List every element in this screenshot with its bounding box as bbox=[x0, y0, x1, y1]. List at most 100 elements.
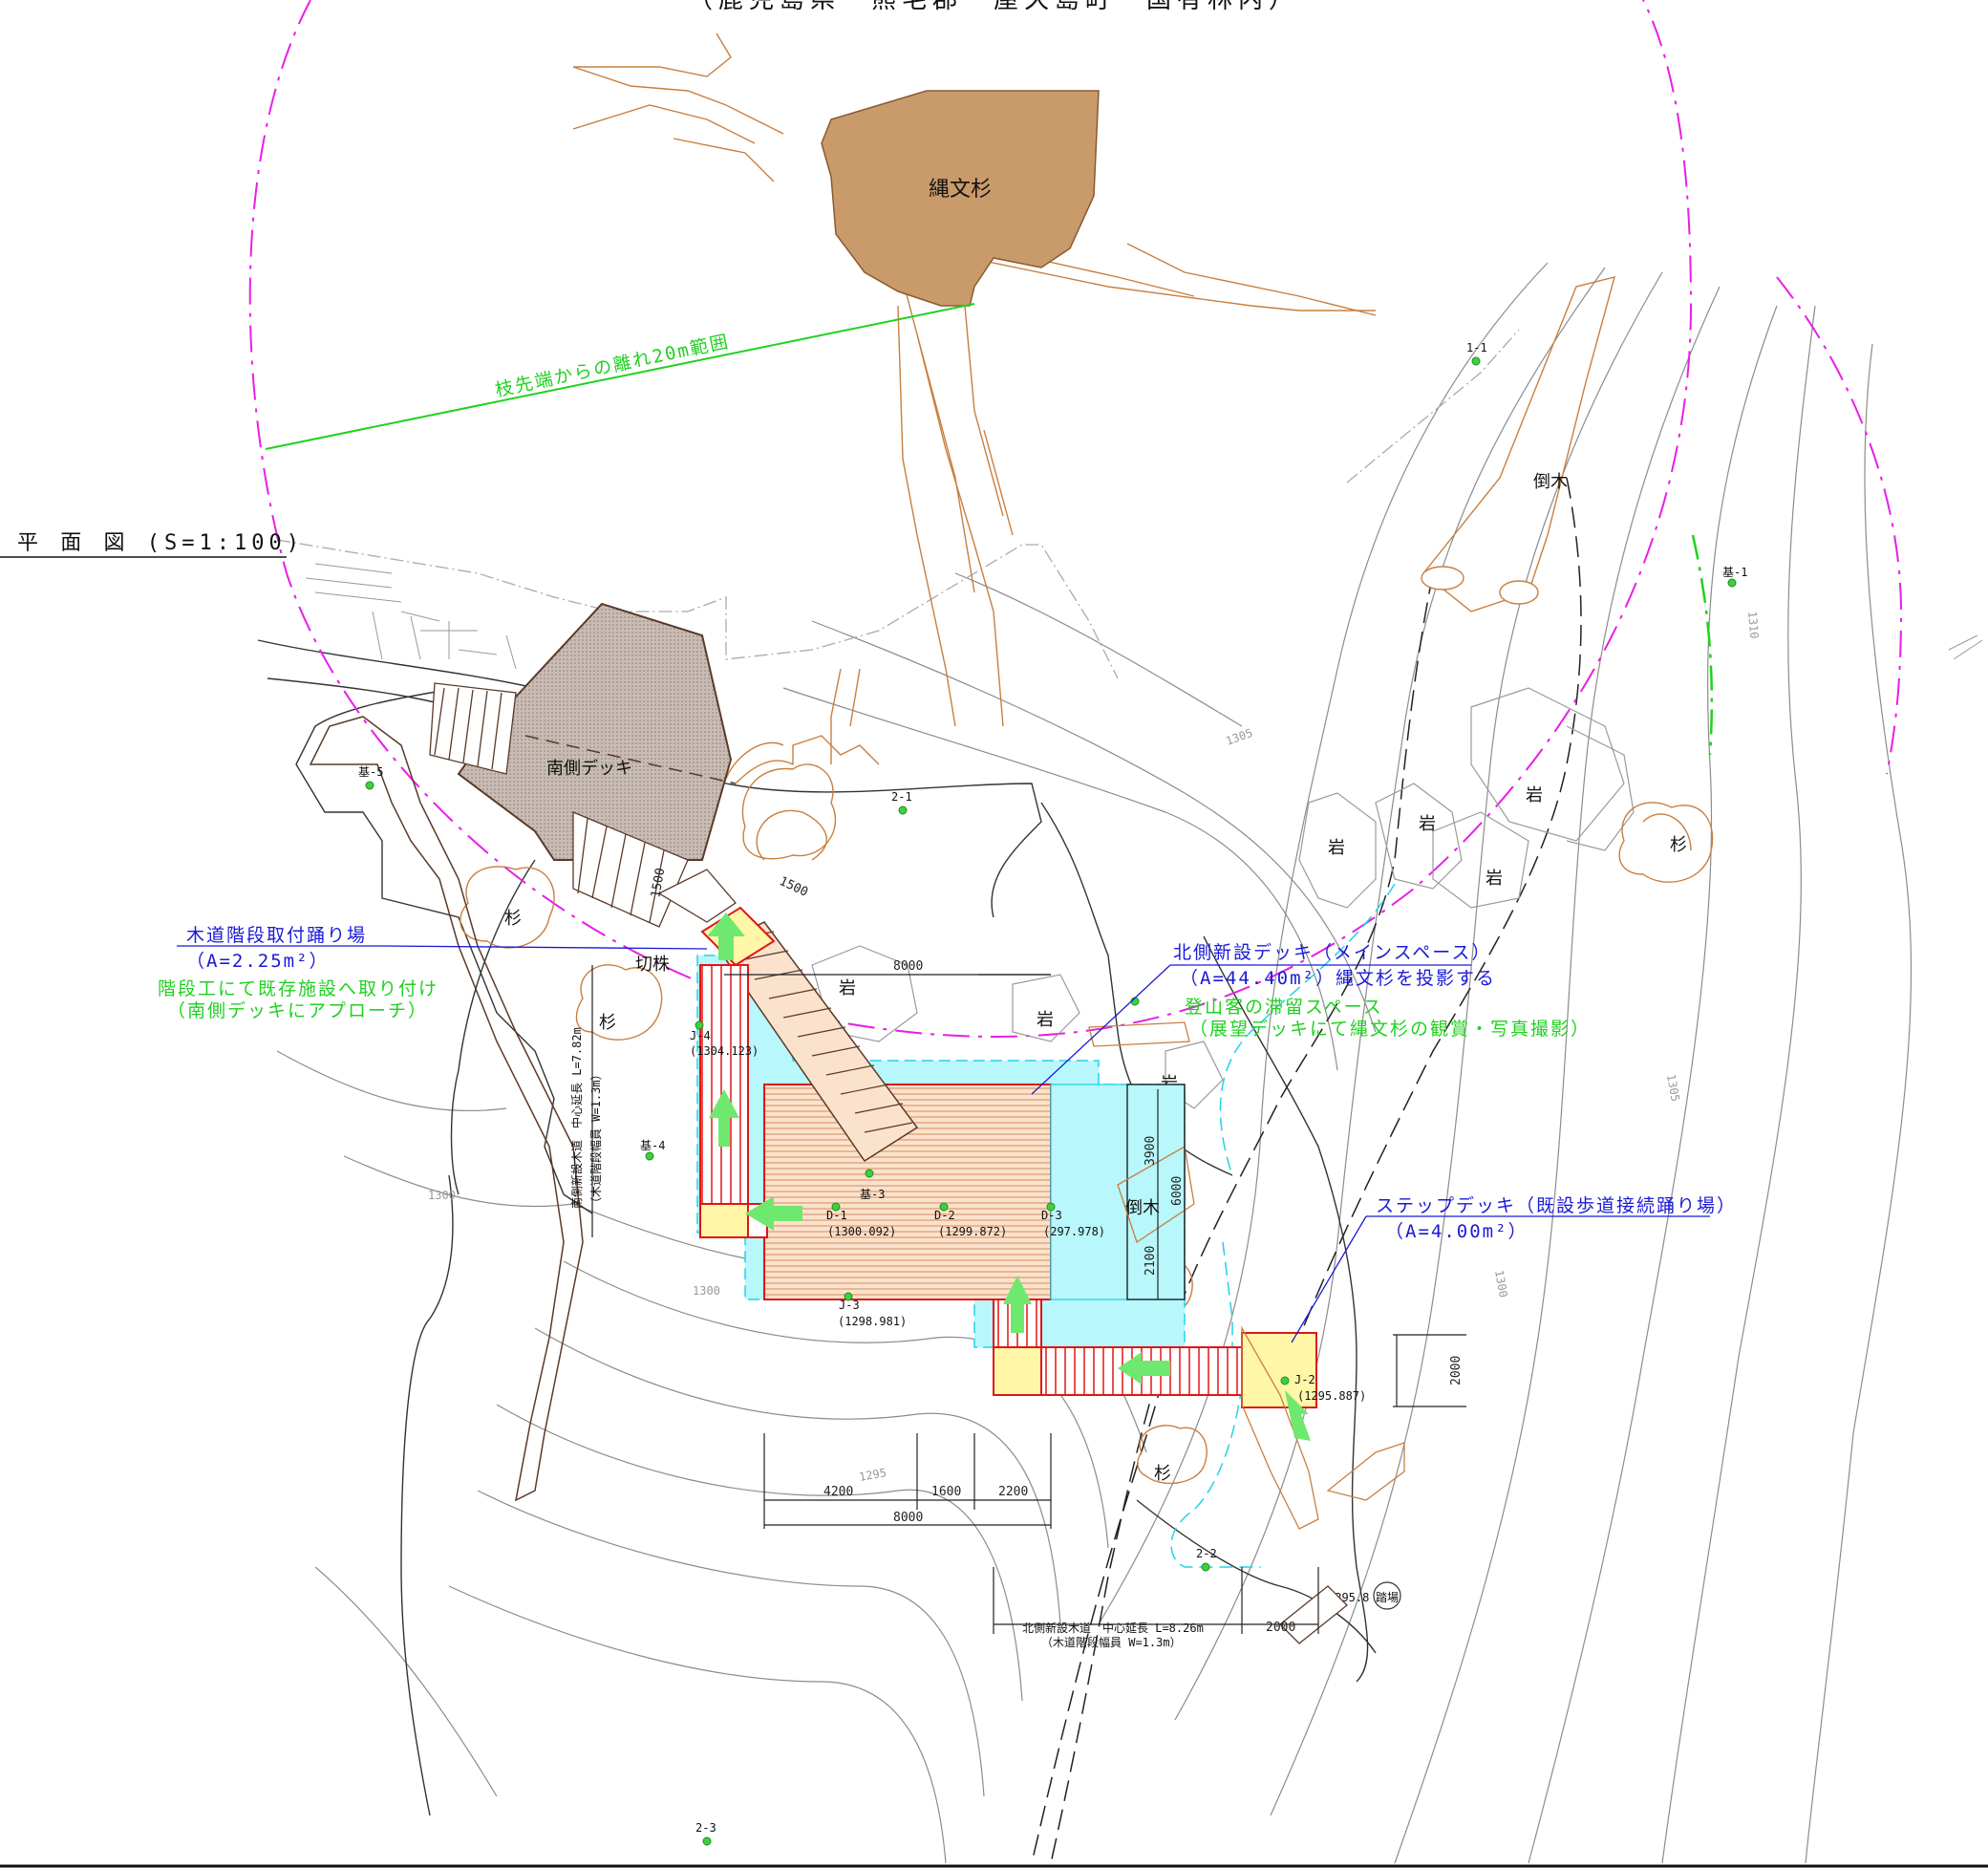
point-2-1: 2-1 bbox=[891, 790, 912, 804]
point-k4: 基-4 bbox=[640, 1139, 665, 1152]
point-d1: D-1 bbox=[826, 1209, 847, 1222]
contour-1300-right: 1300 bbox=[1492, 1269, 1510, 1299]
point-j4: J-4 bbox=[690, 1029, 711, 1042]
landing-area: （A=2.25m²） bbox=[186, 951, 330, 972]
point-d2: D-2 bbox=[934, 1209, 955, 1222]
dim-2200: 2200 bbox=[998, 1485, 1028, 1499]
point-d1-elev: (1300.092) bbox=[827, 1225, 896, 1238]
step-deck-annotation: ステップデッキ（既設歩道接続踊り場） （A=4.00m²） bbox=[1291, 1195, 1737, 1343]
north-deck-note1: 登山客の滞留スペース bbox=[1185, 997, 1383, 1018]
rock-label-3: 岩 bbox=[1486, 869, 1503, 889]
sugi-label-1: 杉 bbox=[504, 909, 522, 929]
dim-3900: 3900 bbox=[1144, 1136, 1158, 1166]
point-j4-elev: (1304.123) bbox=[690, 1044, 759, 1058]
green-dashed-line bbox=[1691, 534, 1714, 756]
dim-1500-stair: 1500 bbox=[649, 867, 668, 898]
landing-annotation: 木道階段取付踊り場 （A=2.25m²） 階段工にて既存施設へ取り付け （南側デ… bbox=[158, 925, 708, 1021]
dim-8000-bottom: 8000 bbox=[893, 1511, 923, 1525]
rock-label-4: 岩 bbox=[1526, 785, 1543, 805]
north-deck-note2: （展望デッキにて縄文杉の観賞・写真撮影） bbox=[1189, 1019, 1591, 1040]
step-deck-area: （A=4.00m²） bbox=[1385, 1221, 1528, 1242]
dim-1500-top: 1500 bbox=[777, 874, 810, 900]
point-j3: J-3 bbox=[839, 1299, 860, 1312]
fallen-log-top bbox=[1421, 276, 1615, 612]
rock-label-5: 岩 bbox=[839, 978, 856, 998]
dimension-lines bbox=[591, 965, 1466, 1634]
landing-note2: （南側デッキにアプローチ） bbox=[167, 1000, 428, 1021]
rock-label-1: 岩 bbox=[1328, 838, 1345, 858]
terrain-outline bbox=[257, 639, 1377, 1816]
fallen-tree-center bbox=[1088, 1021, 1405, 1530]
range-label: 枝先端からの離れ20m範囲 bbox=[493, 331, 731, 401]
contour-1305-right: 1305 bbox=[1664, 1073, 1682, 1103]
point-k3: 基-3 bbox=[860, 1188, 885, 1201]
point-j3-elev: (1298.981) bbox=[838, 1315, 907, 1328]
contour-1305-top: 1305 bbox=[1224, 726, 1254, 748]
landing-note1: 階段工にて既存施設へ取り付け bbox=[158, 978, 438, 999]
rock-label-2: 岩 bbox=[1419, 814, 1436, 834]
north-walk-width: （木道階段幅員 W=1.3m） bbox=[1041, 1635, 1182, 1649]
north-walk-label: 北側新設木道 中心延長 L=8.26m bbox=[1022, 1621, 1204, 1635]
north-deck-annotation: 北側新設デッキ（メインスペース） （A=44.40m²）縄文杉を投影する 登山客… bbox=[1031, 942, 1591, 1095]
stump-label: 切株 bbox=[635, 955, 670, 975]
jomon-sugi-trunk bbox=[821, 90, 1100, 307]
fallen-tree-label-top: 倒木 bbox=[1533, 472, 1568, 492]
point-fumiba: 踏場 bbox=[1376, 1591, 1399, 1604]
south-walk-label: 南側新設木道 中心延長 L=7.82m bbox=[569, 1027, 584, 1209]
range-leader bbox=[265, 303, 975, 450]
dim-1600: 1600 bbox=[931, 1485, 961, 1499]
south-walk-width: （木道階段幅員 W=1.3m） bbox=[588, 1068, 603, 1209]
dim-2000-vert: 2000 bbox=[1449, 1356, 1464, 1385]
sugi-label-6: 杉 bbox=[1670, 835, 1687, 855]
left-boardwalk bbox=[309, 716, 584, 1502]
north-deck-area: （A=44.40m²）縄文杉を投影する bbox=[1180, 968, 1496, 989]
point-j2: J-2 bbox=[1294, 1373, 1315, 1386]
header-title: （鹿児島県 熊毛郡 屋久島町 国有林内） bbox=[688, 0, 1299, 14]
existing-stairs bbox=[429, 682, 689, 928]
dimension-texts: 1500 1500 8000 3900 6000 2100 2000 4200 … bbox=[649, 867, 1464, 1635]
contour-1310: 1310 bbox=[1745, 611, 1761, 639]
flow-arrows bbox=[707, 913, 1311, 1441]
step-deck-title: ステップデッキ（既設歩道接続踊り場） bbox=[1376, 1195, 1737, 1216]
south-new-stair bbox=[699, 964, 749, 1205]
survey-labels: 1-1 基-1 2-1 基-5 基-4 基-3 D-1 (1300.092) D… bbox=[358, 341, 1747, 1835]
fallen-tree-label-center: 倒木 bbox=[1125, 1198, 1160, 1218]
point-j2-elev: (1295.887) bbox=[1297, 1389, 1366, 1403]
jomon-sugi-label: 縄文杉 bbox=[929, 178, 992, 202]
point-k5: 基-5 bbox=[358, 765, 383, 779]
rock-label-6: 岩 bbox=[1037, 1010, 1054, 1030]
dim-8000-top: 8000 bbox=[893, 959, 923, 974]
plan-title: 平 面 図 (S=1:100) bbox=[17, 531, 304, 555]
survey-points bbox=[365, 356, 1737, 1846]
contour-1300-left: 1300 bbox=[428, 1189, 456, 1202]
dim-2100: 2100 bbox=[1144, 1246, 1158, 1276]
point-d3-elev: (297.978) bbox=[1043, 1225, 1105, 1238]
slope-hatch bbox=[305, 563, 1983, 670]
contour-1300-center: 1300 bbox=[693, 1284, 720, 1298]
south-deck-centerline bbox=[524, 735, 737, 784]
dim-4200: 4200 bbox=[823, 1485, 853, 1499]
lower-right-stair bbox=[1279, 1585, 1348, 1644]
dim-6000: 6000 bbox=[1170, 1176, 1185, 1206]
landing-title: 木道階段取付踊り場 bbox=[186, 925, 367, 946]
contour-1295: 1295 bbox=[858, 1466, 887, 1484]
point-2-2: 2-2 bbox=[1196, 1547, 1217, 1560]
lower-right-marker bbox=[1373, 1581, 1401, 1610]
point-k1: 基-1 bbox=[1722, 566, 1747, 579]
point-2-3: 2-3 bbox=[695, 1821, 716, 1835]
point-1-1: 1-1 bbox=[1466, 341, 1487, 354]
range-circle bbox=[248, 0, 1903, 1038]
tree-branches bbox=[572, 32, 1377, 764]
point-d3: D-3 bbox=[1041, 1209, 1062, 1222]
sugi-label-5: 杉 bbox=[1154, 1464, 1171, 1484]
point-d2-elev: (1299.872) bbox=[938, 1225, 1007, 1238]
sugi-label-2: 杉 bbox=[599, 1013, 616, 1033]
contour-lines bbox=[276, 262, 1913, 1864]
rocks bbox=[811, 687, 1635, 1109]
north-stair-landing bbox=[993, 1346, 1042, 1396]
dim-2000-horiz: 2000 bbox=[1266, 1621, 1295, 1635]
upper-stair bbox=[657, 869, 737, 923]
north-deck-title: 北側新設デッキ（メインスペース） bbox=[1173, 942, 1491, 963]
south-deck-label: 南側デッキ bbox=[546, 759, 632, 779]
